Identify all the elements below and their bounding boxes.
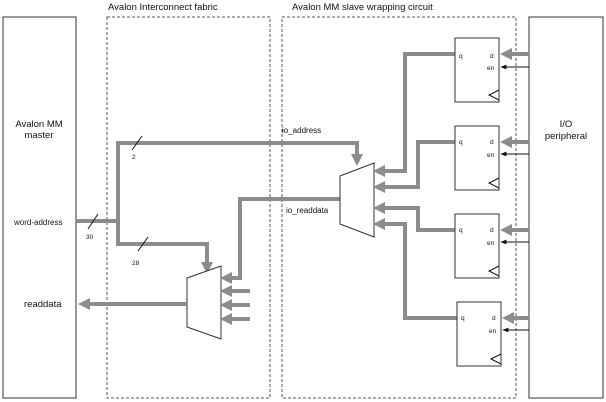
bus-width-28: 28 (132, 260, 140, 267)
svg-text:en: en (487, 240, 495, 247)
interconnect-fabric-region (106, 16, 271, 399)
io-readdata-label: io_readdata (286, 206, 329, 215)
peripheral-title-line1: I/O (560, 119, 573, 130)
bus-width-30: 30 (86, 234, 94, 241)
bus-width-slash-2 (131, 135, 143, 151)
svg-text:en: en (487, 65, 495, 72)
avalon-mm-master-block (2, 16, 77, 399)
io-address-label: io_address (282, 126, 321, 135)
svg-text:d: d (490, 139, 494, 146)
slave-multiplexer (339, 162, 375, 238)
slave-wrapping-circuit-title: Avalon MM slave wrapping circuit (292, 2, 433, 13)
reg2-q-to-mux (373, 140, 455, 193)
readdata-multiplexer (186, 265, 222, 340)
svg-text:en: en (487, 152, 495, 159)
register-2: q d en (454, 125, 500, 191)
reg3-q-to-mux (373, 202, 455, 232)
io-readdata-bus (220, 197, 344, 284)
svg-text:q: q (459, 53, 463, 60)
bus-width-2: 2 (132, 154, 136, 161)
interconnect-fabric-title: Avalon Interconnect fabric (108, 2, 218, 13)
bus-width-slash-28 (137, 236, 149, 252)
svg-text:d: d (490, 53, 494, 60)
bus-width-slash-30 (87, 213, 99, 230)
word-address-label: word-address (13, 218, 62, 227)
io-address-bus (116, 141, 363, 221)
master-title-line2: master (24, 130, 53, 141)
svg-text:q: q (459, 227, 463, 234)
reg1-q-to-mux (373, 52, 455, 177)
slave-wrapping-circuit-region (281, 16, 517, 399)
svg-text:q: q (459, 139, 463, 146)
io-peripheral-block (528, 16, 604, 399)
readdata-label: readdata (24, 299, 62, 310)
mux-select-bus (116, 221, 213, 274)
peripheral-title-line2: peripheral (545, 131, 587, 142)
svg-text:q: q (461, 315, 465, 322)
register-3: q d en (454, 213, 500, 279)
svg-text:d: d (490, 227, 494, 234)
svg-text:en: en (489, 328, 497, 335)
register-4: q d en (456, 301, 502, 367)
svg-text:d: d (492, 315, 496, 322)
register-1: q d en (454, 37, 500, 103)
master-title-line1: Avalon MM (15, 119, 62, 130)
reg4-q-to-mux (373, 218, 457, 320)
